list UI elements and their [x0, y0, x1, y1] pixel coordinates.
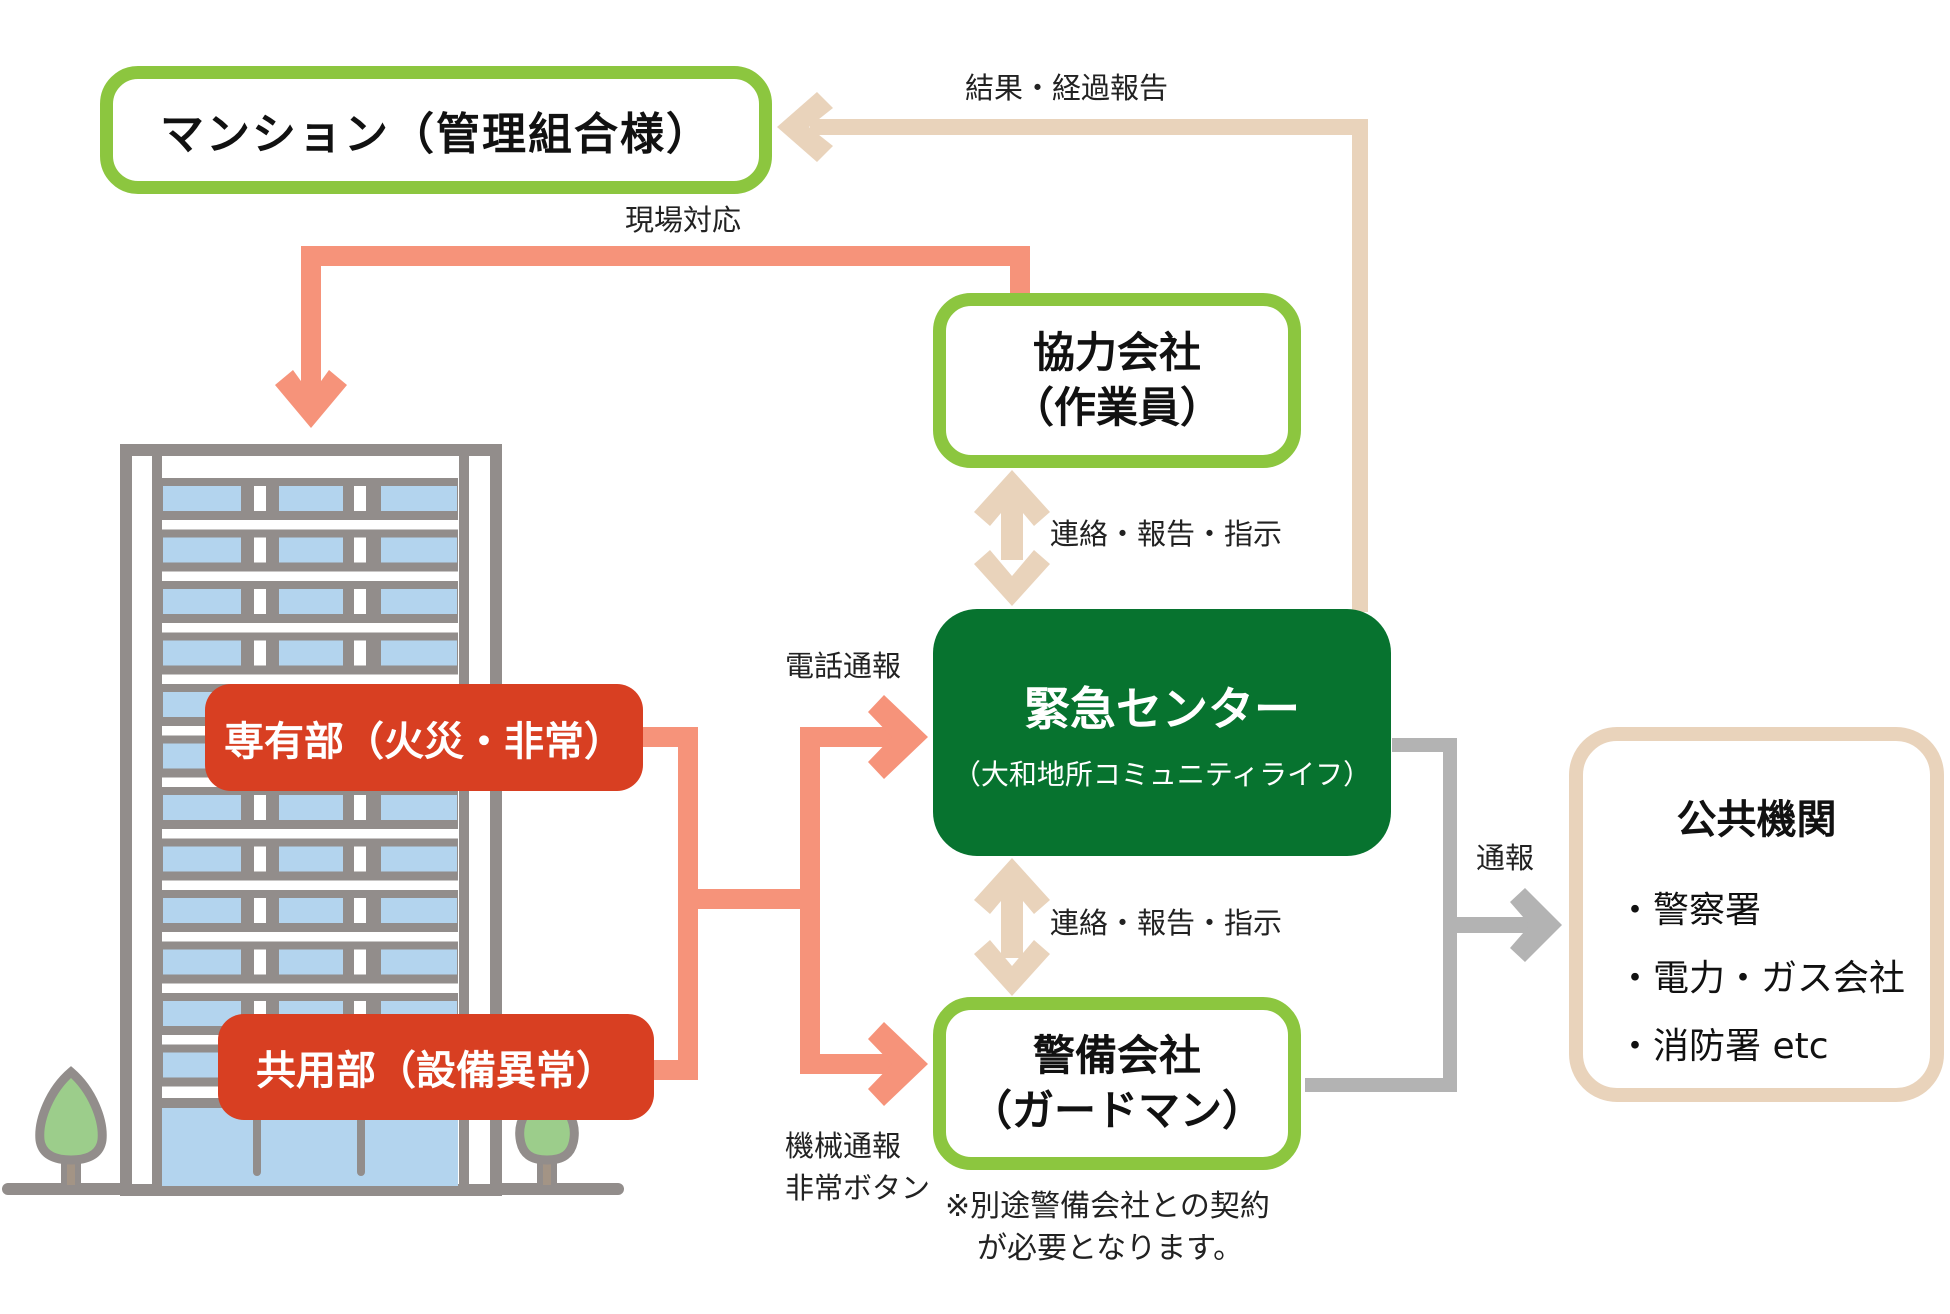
window-mullion: [254, 589, 266, 614]
window-mullion: [254, 486, 266, 511]
public-agencies-node: 公共機関 ・警察署 ・電力・ガス会社 ・消防署 etc: [1569, 727, 1944, 1102]
window-mullion: [254, 795, 266, 820]
common-area-label: 共用部（設備異常）: [256, 1048, 616, 1094]
floor-slab: [162, 623, 458, 629]
window: [163, 640, 241, 666]
window-mullion: [254, 898, 266, 923]
machine-report-label: 機械通報: [785, 1129, 902, 1163]
window-mullion: [354, 486, 366, 511]
common-area-node: 共用部（設備異常）: [218, 1014, 654, 1120]
window: [381, 795, 457, 820]
public-title: 公共機関: [1676, 797, 1837, 843]
contact-bottom-label: 連絡・報告・指示: [1050, 906, 1283, 940]
contact-double-arrow-bottom: [974, 858, 1050, 996]
building-windows: [162, 478, 458, 1093]
partner-node: 協力会社 （作業員）: [933, 293, 1301, 468]
window: [279, 846, 343, 872]
window: [279, 898, 343, 923]
security-label: 警備会社: [1032, 1030, 1201, 1080]
floor-slab: [162, 571, 458, 578]
mansion-node: マンション（管理組合様）: [100, 66, 772, 194]
center-title: 緊急センター: [1024, 681, 1300, 736]
window: [381, 640, 457, 666]
window: [279, 949, 343, 975]
window: [381, 589, 457, 614]
alert-arrows: [643, 695, 928, 1106]
emergency-button-label: 非常ボタン: [785, 1171, 931, 1205]
floor-slab: [162, 829, 458, 835]
window: [163, 898, 241, 923]
security-sublabel: （ガードマン）: [969, 1085, 1264, 1135]
window-mullion: [354, 898, 366, 923]
window: [163, 795, 241, 820]
window-mullion: [354, 640, 366, 666]
public-item-police: ・警察署: [1617, 890, 1762, 931]
window: [279, 589, 343, 614]
window: [279, 486, 343, 511]
mansion-label: マンション（管理組合様）: [160, 109, 712, 160]
floor-slab: [162, 880, 458, 887]
window-mullion: [354, 846, 366, 872]
window-mullion: [254, 537, 266, 563]
partner-label: 協力会社: [1032, 327, 1201, 377]
floor-slab: [162, 932, 458, 938]
contract-note-line1: ※別途警備会社との契約: [945, 1189, 1270, 1224]
window: [163, 589, 241, 614]
private-area-label: 専有部（火災・非常）: [224, 718, 624, 765]
onsite-arrow: [275, 246, 1030, 428]
security-node: 警備会社 （ガードマン）: [933, 997, 1301, 1170]
window: [279, 795, 343, 820]
notify-label: 通報: [1476, 841, 1535, 875]
window: [163, 846, 241, 872]
report-result-label: 結果・経過報告: [965, 71, 1169, 105]
window: [163, 537, 241, 563]
window-mullion: [354, 949, 366, 975]
window-mullion: [354, 589, 366, 614]
window-mullion: [354, 537, 366, 563]
window: [163, 949, 241, 975]
window: [163, 486, 241, 511]
notify-arrow: [1305, 738, 1562, 1092]
window-mullion: [254, 846, 266, 872]
window: [381, 486, 457, 511]
window: [381, 846, 457, 872]
phone-report-label: 電話通報: [785, 649, 902, 683]
tree-left: [35, 1066, 107, 1191]
floor-slab: [162, 983, 458, 990]
onsite-label: 現場対応: [625, 203, 742, 237]
public-item-utility: ・電力・ガス会社: [1617, 958, 1906, 999]
contact-double-arrow-top: [974, 470, 1050, 606]
window-mullion: [254, 640, 266, 666]
center-subtitle: （大和地所コミュニティライフ）: [952, 757, 1372, 791]
public-item-fire: ・消防署 etc: [1617, 1026, 1829, 1067]
window-mullion: [354, 795, 366, 820]
window: [381, 898, 457, 923]
window: [381, 537, 457, 563]
report-arrow: [777, 92, 1368, 612]
private-area-node: 専有部（火災・非常）: [205, 684, 643, 791]
window-mullion: [254, 949, 266, 975]
window: [381, 949, 457, 975]
floor-slab: [162, 520, 458, 526]
contract-note-line2: が必要となります。: [977, 1231, 1244, 1266]
emergency-center-node: 緊急センター （大和地所コミュニティライフ）: [933, 609, 1391, 856]
window: [279, 537, 343, 563]
window: [279, 640, 343, 666]
floor-slab: [162, 674, 458, 681]
partner-sublabel: （作業員）: [1011, 382, 1222, 432]
contact-top-label: 連絡・報告・指示: [1050, 517, 1283, 551]
